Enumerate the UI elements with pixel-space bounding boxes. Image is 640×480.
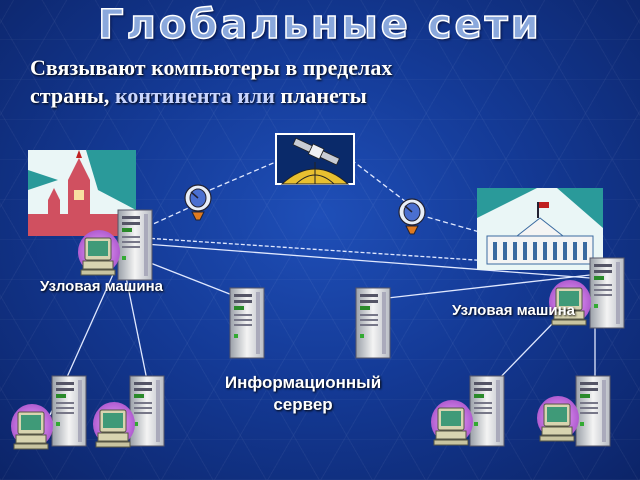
info-server-label-line2: сервер	[273, 395, 333, 414]
node-machine-left-label: Узловая машина	[40, 278, 163, 295]
desktop-computer-icon	[92, 401, 136, 448]
desktop-computer-icon	[77, 229, 121, 276]
server-tower-icon	[129, 375, 165, 447]
satellite-picture	[275, 133, 355, 185]
subtitle-word-country: страны,	[30, 83, 110, 108]
subtitle-word-continent: континента	[114, 83, 232, 108]
desktop-computer-icon	[536, 395, 580, 442]
link-satellite-dish-right	[344, 154, 411, 206]
link-node-right-server-b	[369, 274, 591, 301]
slide-subtitle: Связывают компьютеры в пределах страны, …	[30, 54, 630, 110]
node-machine-right-label: Узловая машина	[452, 302, 575, 319]
white-house-picture	[477, 188, 603, 270]
desktop-computer-icon	[430, 399, 474, 446]
server-tower-icon	[51, 375, 87, 447]
link-node-left-client-2	[124, 271, 149, 386]
desktop-computer-icon	[10, 403, 54, 450]
satellite-dish-icon	[398, 198, 426, 235]
client-workstation-3	[430, 375, 505, 447]
server-tower-icon	[589, 257, 625, 329]
server-tower-icon	[575, 375, 611, 447]
link-node-left-node-right-b	[144, 243, 591, 279]
server-tower-icon	[117, 209, 153, 281]
subtitle-line-2: страны, континента или планеты	[30, 82, 630, 110]
satellite-dish-icon	[184, 184, 212, 221]
server-tower-icon	[229, 287, 265, 359]
subtitle-line-1: Связывают компьютеры в пределах	[30, 55, 393, 80]
server-tower-icon	[469, 375, 505, 447]
client-workstation-2	[92, 375, 165, 448]
subtitle-word-planet: планеты	[280, 83, 367, 108]
server-tower-icon	[355, 287, 391, 359]
subtitle-word-or: или	[237, 83, 275, 108]
info-server-label: Информационный сервер	[198, 372, 408, 416]
client-workstation-1	[10, 375, 87, 450]
client-workstation-4	[536, 375, 611, 447]
slide-title: Глобальные сети	[97, 1, 542, 49]
info-server-label-line1: Информационный	[224, 373, 382, 392]
